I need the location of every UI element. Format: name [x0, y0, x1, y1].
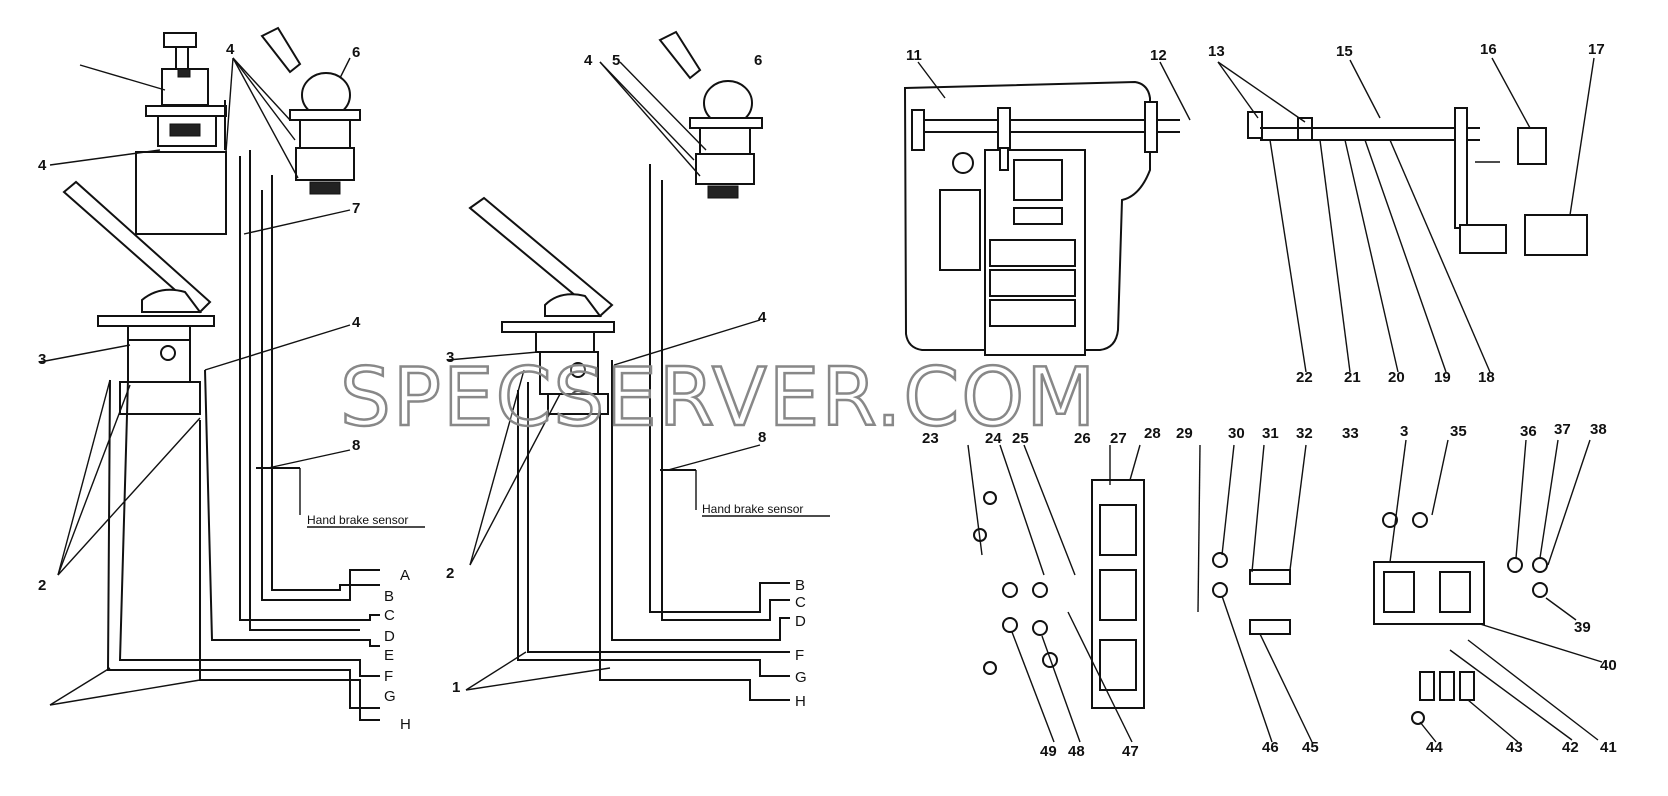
- left-letter-G: G: [384, 688, 396, 705]
- callout-38: 38: [1590, 421, 1607, 438]
- mid-letter-D: D: [795, 613, 806, 630]
- left-letter-C: C: [384, 607, 395, 624]
- callout-39: 39: [1574, 619, 1591, 636]
- callout-31: 31: [1262, 425, 1279, 442]
- left-callout-2: 2: [38, 577, 46, 594]
- callout-35: 35: [1450, 423, 1467, 440]
- callout-28: 28: [1144, 425, 1161, 442]
- callout-41: 41: [1600, 739, 1617, 756]
- callout-26: 26: [1074, 430, 1091, 447]
- mid-leaders: [447, 61, 761, 691]
- callout-43: 43: [1506, 739, 1523, 756]
- left-pedal-valve: [62, 180, 215, 415]
- callout-13: 13: [1208, 43, 1225, 60]
- left-letter-D: D: [384, 628, 395, 645]
- callout-47: 47: [1122, 743, 1139, 760]
- left-letter-A: A: [400, 567, 410, 584]
- left-callout-4c: 4: [352, 314, 361, 331]
- callout-20: 20: [1388, 369, 1405, 386]
- mid-callout-4b: 4: [758, 309, 767, 326]
- callout-27: 27: [1110, 430, 1127, 447]
- callout-22: 22: [1296, 369, 1313, 386]
- mid-callout-3: 3: [446, 349, 454, 366]
- callout-25: 25: [1012, 430, 1029, 447]
- mid-callout-5: 5: [612, 52, 620, 69]
- watermark: SPECSERVER.COM: [340, 351, 1097, 444]
- left-callout-4a: 4: [226, 41, 235, 58]
- mid-letter-F: F: [795, 647, 804, 664]
- mid-pipes: [517, 164, 790, 701]
- left-letter-F: F: [384, 668, 393, 685]
- callout-40: 40: [1600, 657, 1617, 674]
- exploded-parts: 23 24 25 26 27 28 29 30 31 32 33 3 35 36…: [922, 421, 1617, 760]
- callout-30: 30: [1228, 425, 1245, 442]
- middle-assembly: 4 5 6 3 4 8 2 1 Hand brake sensor B C D …: [446, 30, 830, 710]
- left-callout-4b: 4: [38, 157, 47, 174]
- callout-46: 46: [1262, 739, 1279, 756]
- callout-21: 21: [1344, 369, 1361, 386]
- mid-letter-B: B: [795, 577, 805, 594]
- exploded-leaders: [967, 439, 1603, 743]
- left-callout-6: 6: [352, 44, 360, 61]
- mid-letter-C: C: [795, 594, 806, 611]
- callout-16: 16: [1480, 41, 1497, 58]
- left-callout-8: 8: [352, 437, 360, 454]
- callout-33: 33: [1342, 425, 1359, 442]
- mid-callout-4: 4: [584, 52, 593, 69]
- callout-3-right: 3: [1400, 423, 1408, 440]
- callout-18: 18: [1478, 369, 1495, 386]
- left-letter-E: E: [384, 647, 394, 664]
- callout-49: 49: [1040, 743, 1057, 760]
- left-callout-7: 7: [352, 200, 360, 217]
- callout-36: 36: [1520, 423, 1537, 440]
- left-top-valve-6: [260, 26, 361, 195]
- callout-37: 37: [1554, 421, 1571, 438]
- mid-letter-G: G: [795, 669, 807, 686]
- callout-17: 17: [1588, 41, 1605, 58]
- mid-callout-8: 8: [758, 429, 766, 446]
- left-pipes: [106, 100, 380, 721]
- left-letter-B: B: [384, 588, 394, 605]
- pedal-bracket-leaders: [917, 57, 1595, 373]
- left-assembly: 4 4 6 7 3 4 8 2 Hand brake sensor A B C …: [38, 26, 425, 733]
- callout-23: 23: [922, 430, 939, 447]
- callout-29: 29: [1176, 425, 1193, 442]
- left-leaders: [39, 57, 351, 706]
- callout-11: 11: [906, 47, 922, 64]
- callout-32: 32: [1296, 425, 1313, 442]
- callout-15: 15: [1336, 43, 1353, 60]
- mid-callout-1: 1: [452, 679, 460, 696]
- mid-pedal-valve: [468, 196, 615, 415]
- mid-letter-H: H: [795, 693, 806, 710]
- left-top-hand-valve: [49, 32, 227, 235]
- callout-48: 48: [1068, 743, 1085, 760]
- mid-top-valve-6: [658, 30, 763, 199]
- callout-24: 24: [985, 430, 1002, 447]
- mid-hand-brake-caption: Hand brake sensor: [702, 502, 803, 516]
- left-hand-brake-caption: Hand brake sensor: [307, 513, 408, 527]
- left-letter-H: H: [400, 716, 411, 733]
- pedal-bracket-assembly: 11 12 13 15 16 17 22 21 20 19 18: [903, 41, 1605, 386]
- callout-42: 42: [1562, 739, 1579, 756]
- left-callout-3: 3: [38, 351, 46, 368]
- callout-45: 45: [1302, 739, 1319, 756]
- mid-callout-6: 6: [754, 52, 762, 69]
- callout-44: 44: [1426, 739, 1443, 756]
- callout-12: 12: [1150, 47, 1167, 64]
- callout-19: 19: [1434, 369, 1451, 386]
- mid-callout-2: 2: [446, 565, 454, 582]
